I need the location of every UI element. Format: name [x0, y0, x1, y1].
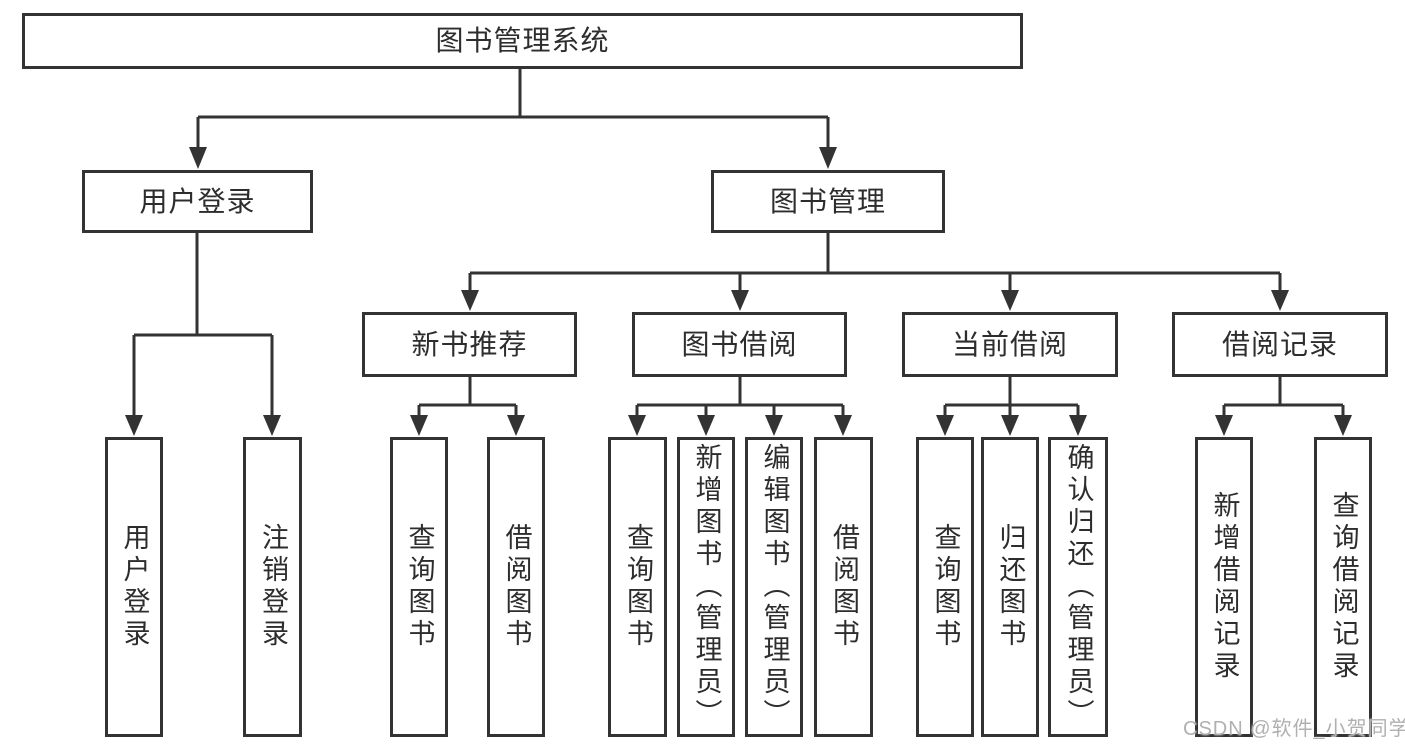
- leaf-borrowing-edit-book-admin: 编辑图书（管理员）: [745, 437, 803, 737]
- leaf-recommend-query-book: 查询图书: [390, 437, 448, 737]
- leaf-user-login: 用户登录: [105, 437, 163, 737]
- node-root-library-system: 图书管理系统: [22, 13, 1023, 69]
- leaf-current-query-book: 查询图书: [916, 437, 974, 737]
- leaf-recommend-borrow-book: 借阅图书: [487, 437, 545, 737]
- node-book-management: 图书管理: [711, 170, 945, 233]
- connector-lines: [132, 69, 1345, 420]
- leaf-current-confirm-return-admin: 确认归还（管理员）: [1048, 437, 1108, 737]
- node-current-borrowing: 当前借阅: [902, 312, 1118, 377]
- leaf-records-add-record: 新增借阅记录: [1195, 437, 1253, 737]
- leaf-logout: 注销登录: [243, 437, 302, 737]
- csdn-watermark: CSDN @软件_小贺同学: [1183, 718, 1405, 740]
- leaf-borrowing-query-book: 查询图书: [608, 437, 667, 737]
- node-borrowing-records: 借阅记录: [1172, 312, 1388, 377]
- arrowhead-icons: [125, 147, 1352, 436]
- node-user-login: 用户登录: [82, 170, 313, 233]
- node-new-book-recommend: 新书推荐: [362, 312, 577, 377]
- leaf-current-return-book: 归还图书: [981, 437, 1039, 737]
- leaf-borrowing-add-book-admin: 新增图书（管理员）: [677, 437, 735, 737]
- leaf-records-query-record: 查询借阅记录: [1314, 437, 1372, 737]
- node-book-borrowing: 图书借阅: [632, 312, 847, 377]
- leaf-borrowing-borrow-book: 借阅图书: [814, 437, 873, 737]
